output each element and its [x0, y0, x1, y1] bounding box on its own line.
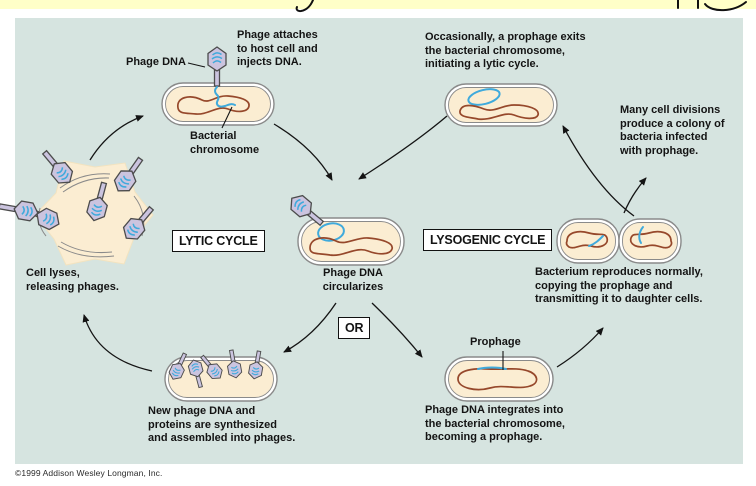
- bacterium-dna-circularized: [285, 190, 405, 266]
- lysogenic-cycle-box: LYSOGENIC CYCLE: [423, 229, 553, 251]
- label-phage-dna: Phage DNA: [126, 56, 186, 68]
- label-reproduces: Bacterium reproduces normally, copying t…: [535, 266, 703, 305]
- bacterium-prophage-integrated: [444, 356, 554, 402]
- label-occasionally: Occasionally, a prophage exits the bacte…: [425, 31, 586, 70]
- bacterium-phage-assembly: [164, 348, 278, 402]
- bacterium-phage-attached: [161, 46, 275, 126]
- copyright-text: ©1999 Addison Wesley Longman, Inc.: [15, 468, 163, 478]
- label-many-divisions: Many cell divisions produce a colony of …: [620, 104, 725, 157]
- or-box: OR: [338, 317, 371, 339]
- label-prophage: Prophage: [470, 336, 521, 348]
- cropped-title-descenders: [295, 0, 747, 13]
- lysed-cell-burst: [0, 145, 159, 266]
- label-cell-lyses: Cell lyses, releasing phages.: [26, 267, 119, 293]
- label-phage-attaches: Phage attaches to host cell and injects …: [237, 29, 318, 68]
- label-circularizes: Phage DNA circularizes: [322, 267, 384, 293]
- bacterium-prophage-excised: [444, 83, 558, 127]
- label-integrates: Phage DNA integrates into the bacterial …: [425, 404, 565, 443]
- bacterium-dividing: [556, 218, 682, 264]
- lytic-cycle-box: LYTIC CYCLE: [172, 230, 265, 252]
- title-banner: [0, 0, 756, 9]
- label-bacterial-chromosome: Bacterial chromosome: [190, 130, 260, 156]
- label-new-phage: New phage DNA and proteins are synthesiz…: [148, 405, 296, 444]
